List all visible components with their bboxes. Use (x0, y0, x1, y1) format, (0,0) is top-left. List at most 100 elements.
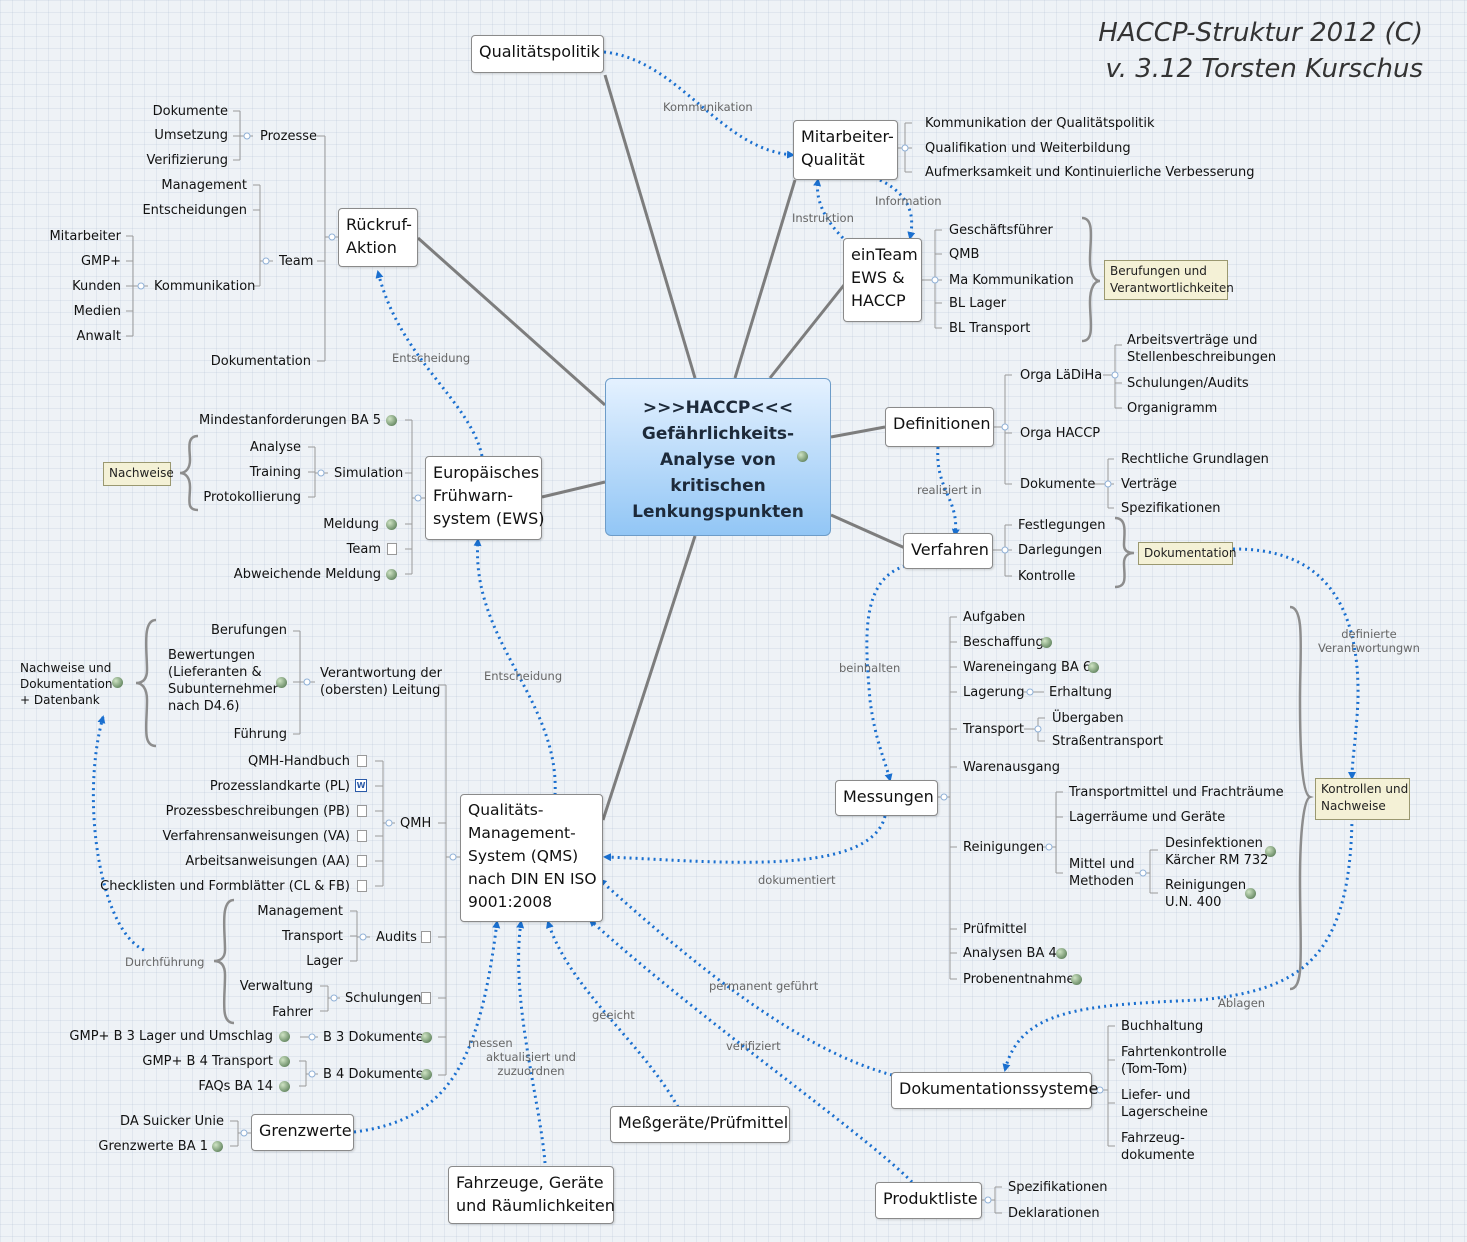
subtopic-qmh[interactable]: QMH (400, 816, 432, 831)
subtopic-audits[interactable]: Audits (376, 930, 417, 945)
list-item[interactable]: Management (161, 178, 247, 193)
list-item[interactable]: Training (249, 465, 301, 480)
globe-icon[interactable] (386, 569, 397, 580)
topic-grenzwerte[interactable]: Grenzwerte (251, 1114, 354, 1151)
globe-icon[interactable] (1245, 888, 1256, 899)
note-nachweise[interactable]: Nachweise (103, 462, 174, 486)
list-item[interactable]: Beschaffung (963, 635, 1044, 650)
list-item[interactable]: Aufmerksamkeit und Kontinuierliche Verbe… (925, 165, 1255, 180)
list-item[interactable]: DA Suicker Unie (120, 1114, 224, 1129)
list-item[interactable]: Bewertungen (Lieferanten & Subunternehme… (168, 648, 278, 714)
list-item[interactable]: Analysen BA 4 (963, 946, 1057, 961)
list-item[interactable]: Arbeitsverträge und Stellenbeschreibunge… (1127, 333, 1277, 365)
list-item[interactable]: Arbeitsanweisungen (AA) (185, 854, 350, 869)
list-item[interactable]: Fahrtenkontrolle (Tom-Tom) (1121, 1045, 1227, 1077)
globe-icon[interactable] (1071, 974, 1082, 985)
list-item[interactable]: Fahrzeug- dokumente (1121, 1131, 1195, 1163)
list-item[interactable]: Lagerung (963, 685, 1025, 700)
list-item[interactable]: Management (257, 904, 343, 919)
topic-messgeraete[interactable]: Meßgeräte/Prüfmittel (610, 1106, 790, 1143)
list-item[interactable]: Entscheidungen (142, 203, 247, 218)
list-item[interactable]: Dokumente (152, 104, 228, 119)
list-item[interactable]: Team (346, 542, 381, 557)
subtopic-simulation[interactable]: Simulation (334, 466, 404, 481)
globe-icon[interactable] (279, 1031, 290, 1042)
central-topic[interactable]: >>>HACCP<<< Gefährlichkeits- Analyse von… (605, 378, 831, 536)
list-item[interactable]: Lagerräume und Geräte (1069, 810, 1226, 825)
topic-definitionen[interactable]: Definitionen (885, 407, 994, 447)
list-item[interactable]: Mittel und Methoden (1069, 857, 1135, 889)
list-item[interactable]: Lager (306, 954, 343, 969)
list-item[interactable]: Reinigungen (963, 840, 1045, 855)
document-icon[interactable] (357, 755, 367, 767)
document-icon[interactable] (421, 992, 431, 1004)
subtopic-team[interactable]: Team (279, 254, 314, 269)
list-item[interactable]: Prozessbeschreibungen (PB) (165, 804, 350, 819)
list-item[interactable]: Rechtliche Grundlagen (1121, 452, 1269, 467)
list-item[interactable]: Spezifikationen (1121, 501, 1221, 516)
document-icon[interactable] (357, 830, 367, 842)
list-item[interactable]: Dokumentation (210, 354, 311, 369)
list-item[interactable]: QMB (949, 247, 980, 262)
list-item[interactable]: Aufgaben (963, 610, 1026, 625)
list-item[interactable]: Buchhaltung (1121, 1019, 1204, 1034)
list-item[interactable]: Darlegungen (1018, 543, 1103, 558)
list-item[interactable]: Mitarbeiter (49, 229, 121, 244)
subtopic-prozesse[interactable]: Prozesse (260, 129, 317, 144)
topic-qualitaetspolitik[interactable]: Qualitätspolitik (471, 35, 604, 73)
note-kontrollen[interactable]: Kontrollen und Nachweise (1315, 778, 1410, 820)
list-item[interactable]: Warenausgang (963, 760, 1060, 775)
list-item[interactable]: Grenzwerte BA 1 (98, 1139, 208, 1154)
document-icon[interactable] (357, 805, 367, 817)
list-item[interactable]: Desinfektionen Kärcher RM 732 (1165, 836, 1269, 868)
list-item[interactable]: Kunden (72, 279, 121, 294)
topic-einteam[interactable]: einTeam EWS & HACCP (843, 238, 922, 322)
list-item[interactable]: Kontrolle (1018, 569, 1076, 584)
list-item[interactable]: Verwaltung (239, 979, 313, 994)
document-icon[interactable] (357, 880, 367, 892)
topic-messungen[interactable]: Messungen (835, 780, 938, 816)
list-item[interactable]: Transport (963, 722, 1025, 737)
list-item[interactable]: Führung (233, 727, 287, 742)
list-item[interactable]: Meldung (323, 517, 379, 532)
globe-icon[interactable] (1041, 637, 1052, 648)
globe-icon[interactable] (212, 1141, 223, 1152)
topic-verfahren[interactable]: Verfahren (903, 533, 993, 569)
list-item[interactable]: Verfahrensanweisungen (VA) (162, 829, 351, 844)
list-item[interactable]: Straßentransport (1052, 734, 1164, 749)
list-item[interactable]: Liefer- und Lagerscheine (1121, 1088, 1208, 1120)
list-item[interactable]: BL Lager (949, 296, 1007, 311)
list-item[interactable]: GMP+ B 4 Transport (142, 1054, 273, 1069)
list-item[interactable]: Reinigungen U.N. 400 (1165, 878, 1247, 910)
list-item[interactable]: Qualifikation und Weiterbildung (925, 141, 1131, 156)
list-item[interactable]: Anwalt (76, 329, 121, 344)
list-item[interactable]: Transportmittel und Frachträume (1069, 785, 1284, 800)
list-item[interactable]: Schulungen/Audits (1127, 376, 1249, 391)
subtopic-verantwortung[interactable]: Verantwortung der (obersten) Leitung (320, 666, 443, 698)
note-berufungen[interactable]: Berufungen und Verantwortlichkeiten (1104, 260, 1234, 300)
list-item[interactable]: Übergaben (1052, 711, 1124, 726)
subtopic-b4[interactable]: B 4 Dokumente (323, 1067, 424, 1082)
list-item[interactable]: Medien (73, 304, 121, 319)
globe-icon[interactable] (279, 1081, 290, 1092)
topic-qms[interactable]: Qualitäts- Management- System (QMS) nach… (460, 794, 603, 922)
topic-ews[interactable]: Europäisches Frühwarn- system (EWS) (425, 456, 545, 540)
topic-rueckruf-aktion[interactable]: Rückruf- Aktion (338, 208, 418, 267)
list-item[interactable]: Checklisten und Formblätter (CL & FB) (100, 879, 350, 894)
topic-dokumentationssysteme[interactable]: Dokumentationssysteme (891, 1072, 1098, 1109)
globe-icon[interactable] (112, 677, 123, 688)
list-item[interactable]: Prozesslandkarte (PL) (209, 779, 350, 794)
list-item[interactable]: Umsetzung (154, 128, 228, 143)
subtopic-orga-haccp[interactable]: Orga HACCP (1020, 426, 1101, 441)
list-item[interactable]: Mindestanforderungen BA 5 (199, 413, 381, 428)
globe-icon[interactable] (279, 1056, 290, 1067)
topic-produktliste[interactable]: Produktliste (875, 1182, 982, 1219)
list-item[interactable]: GMP+ B 3 Lager und Umschlag (69, 1029, 273, 1044)
globe-icon[interactable] (1088, 662, 1099, 673)
list-item[interactable]: Verifizierung (146, 153, 228, 168)
list-item[interactable]: Fahrer (272, 1005, 313, 1020)
list-item[interactable]: FAQs BA 14 (198, 1079, 273, 1094)
globe-icon[interactable] (797, 451, 808, 462)
list-item[interactable]: Kommunikation der Qualitätspolitik (925, 116, 1155, 131)
topic-mitarbeiter-qualitaet[interactable]: Mitarbeiter- Qualität (793, 120, 898, 180)
